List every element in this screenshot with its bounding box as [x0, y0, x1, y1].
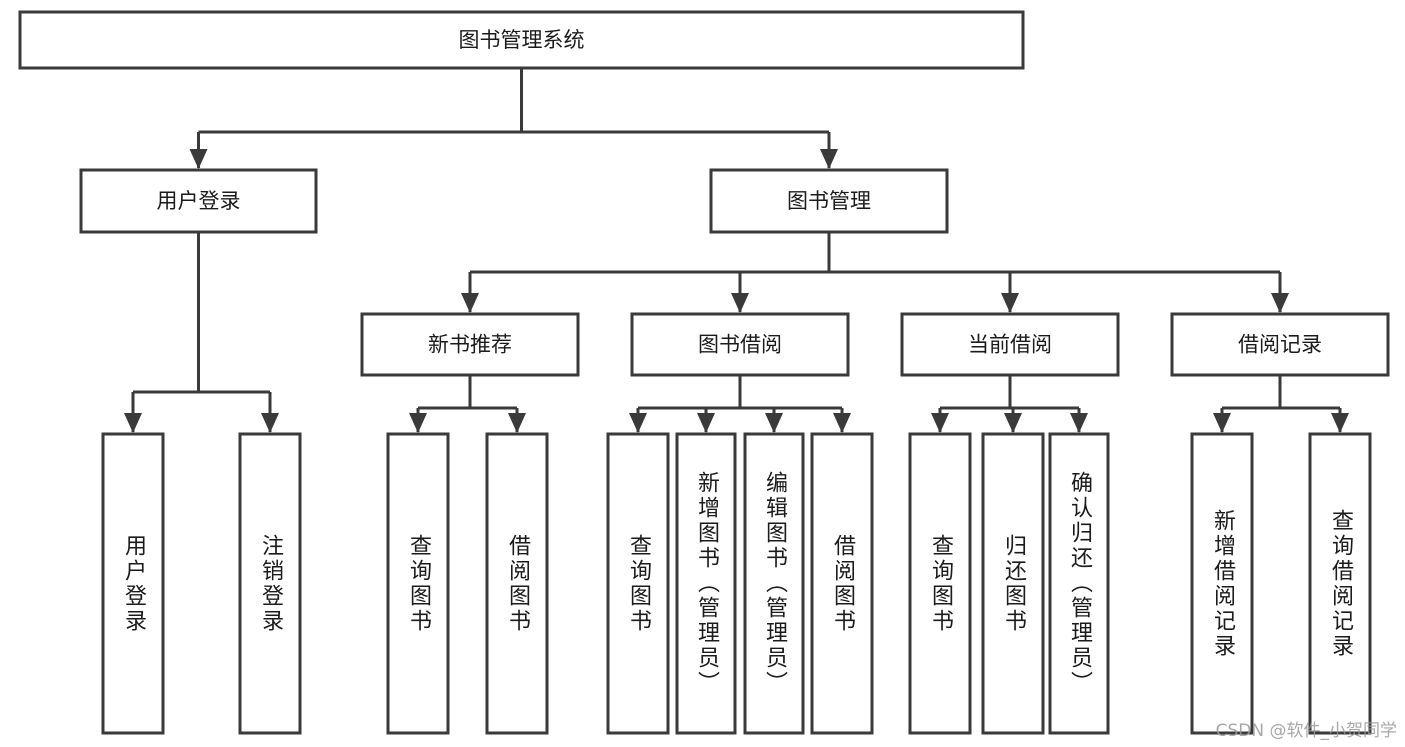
csdn-watermark: CSDN @软件_小贺同学: [1215, 721, 1397, 741]
node-box-current-confirm-return[interactable]: [1048, 432, 1110, 735]
node-label-current-borrow: 当前借阅: [968, 333, 1052, 357]
arrow-head-icon: [1004, 413, 1022, 433]
node-box-book-borrow[interactable]: [630, 312, 850, 377]
arrow-head-icon: [124, 413, 142, 433]
arrow-head-icon: [508, 413, 526, 433]
boxes-layer: [18, 10, 1390, 735]
node-box-recommend-query-book[interactable]: [386, 432, 450, 735]
arrow-head-icon: [833, 413, 851, 433]
arrow-head-icon: [1331, 413, 1349, 433]
node-box-borrow-records[interactable]: [1170, 312, 1390, 377]
arrow-head-icon: [629, 413, 647, 433]
node-label-root: 图书管理系统: [459, 28, 585, 52]
node-box-borrow-query-book[interactable]: [606, 432, 670, 735]
node-label-book-management: 图书管理: [787, 189, 871, 213]
arrow-head-icon: [1213, 413, 1231, 433]
arrow-head-icon: [409, 413, 427, 433]
arrow-head-icon: [461, 293, 479, 313]
arrow-head-icon: [820, 149, 838, 169]
arrow-head-icon: [261, 413, 279, 433]
arrow-head-icon: [1271, 293, 1289, 313]
node-label-book-borrow: 图书借阅: [698, 333, 782, 357]
node-box-records-query-record[interactable]: [1308, 432, 1372, 735]
arrow-head-icon: [1001, 293, 1019, 313]
node-box-current-return-book[interactable]: [981, 432, 1045, 735]
node-label-new-book-recommend: 新书推荐: [428, 333, 512, 357]
node-box-current-query-book[interactable]: [908, 432, 972, 735]
node-box-current-borrow[interactable]: [900, 312, 1120, 377]
arrow-head-icon: [765, 413, 783, 433]
node-box-borrow-borrow-book[interactable]: [810, 432, 874, 735]
arrow-head-icon: [731, 293, 749, 313]
node-box-borrow-edit-book[interactable]: [743, 432, 805, 735]
node-box-root[interactable]: [18, 10, 1025, 70]
node-label-borrow-records: 借阅记录: [1238, 333, 1322, 357]
arrow-head-icon: [1070, 413, 1088, 433]
node-box-book-management[interactable]: [709, 168, 949, 234]
node-box-records-add-record[interactable]: [1190, 432, 1254, 735]
arrow-head-icon: [189, 149, 208, 169]
arrow-head-icon: [931, 413, 949, 433]
node-box-borrow-add-book[interactable]: [675, 432, 737, 735]
node-box-user-login-logout[interactable]: [238, 432, 302, 735]
node-box-recommend-borrow-book[interactable]: [485, 432, 549, 735]
node-label-user-login: 用户登录: [157, 189, 241, 213]
connectors-layer: [124, 68, 1349, 433]
node-box-new-book-recommend[interactable]: [360, 312, 580, 377]
node-box-user-login[interactable]: [79, 168, 318, 234]
node-box-user-login-login[interactable]: [101, 432, 165, 735]
arrow-head-icon: [697, 413, 715, 433]
